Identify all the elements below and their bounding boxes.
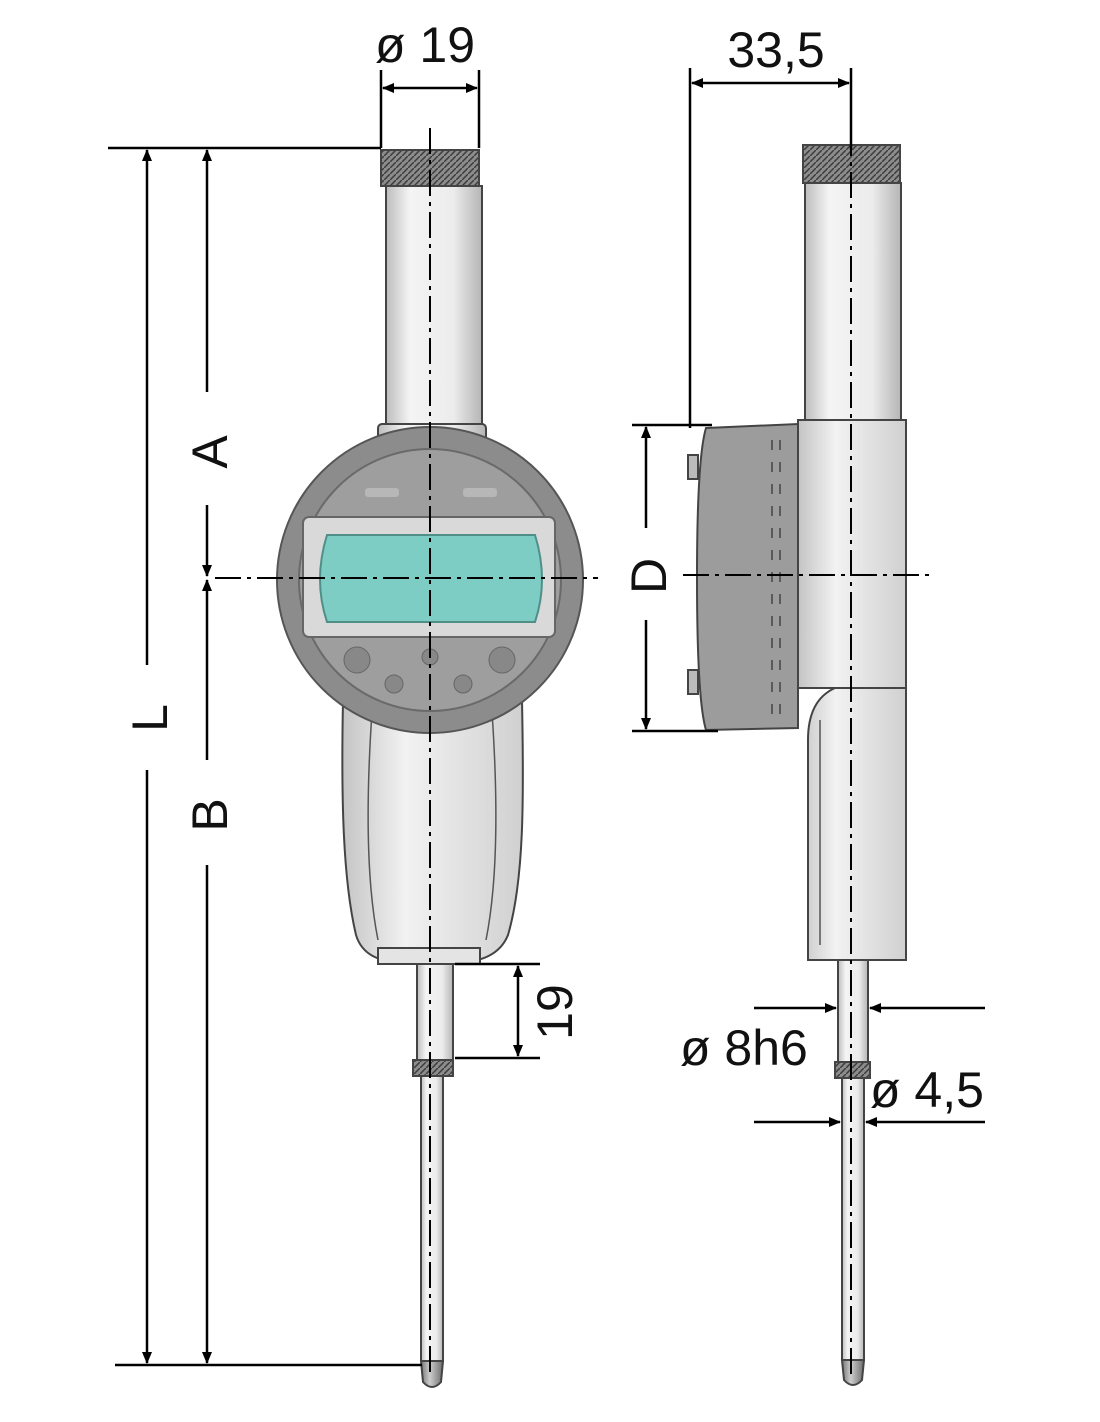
front-button-left bbox=[343, 646, 371, 674]
dim-depth: 33,5 bbox=[727, 22, 824, 78]
side-case-ribs bbox=[771, 440, 781, 716]
side-stylus-tip bbox=[840, 1359, 866, 1386]
dim-label-d: D bbox=[621, 558, 677, 594]
front-spindle bbox=[416, 963, 454, 1061]
dim-stem-length: 19 bbox=[527, 984, 583, 1040]
dim-label-b: B bbox=[182, 798, 238, 831]
front-button-right bbox=[488, 646, 516, 674]
dim-spindle-diameter: ø 8h6 bbox=[680, 1020, 808, 1076]
dim-label-l: L bbox=[122, 704, 178, 732]
front-indicator-right bbox=[463, 488, 497, 497]
front-view bbox=[215, 128, 598, 1388]
side-case-clip-bottom bbox=[687, 669, 699, 695]
side-upper-stem bbox=[804, 182, 902, 424]
side-dial-case bbox=[695, 422, 799, 732]
front-button-small-right bbox=[453, 674, 473, 694]
side-stylus bbox=[841, 1077, 865, 1361]
dim-stylus-diameter: ø 4,5 bbox=[870, 1062, 984, 1118]
side-case-clip-top bbox=[687, 454, 699, 480]
dim-label-a: A bbox=[182, 435, 238, 469]
front-indicator-left bbox=[365, 488, 399, 497]
side-spindle-nut bbox=[834, 1061, 871, 1079]
front-stylus-tip bbox=[419, 1360, 445, 1388]
front-stylus bbox=[420, 1075, 444, 1362]
dim-stem-diameter: ø 19 bbox=[375, 17, 475, 73]
side-spindle bbox=[837, 959, 869, 1063]
front-spindle-nut bbox=[412, 1059, 454, 1077]
front-button-small-left bbox=[384, 674, 404, 694]
dimension-lines bbox=[108, 68, 985, 1367]
front-upper-stem bbox=[385, 185, 483, 425]
side-view bbox=[683, 130, 932, 1386]
